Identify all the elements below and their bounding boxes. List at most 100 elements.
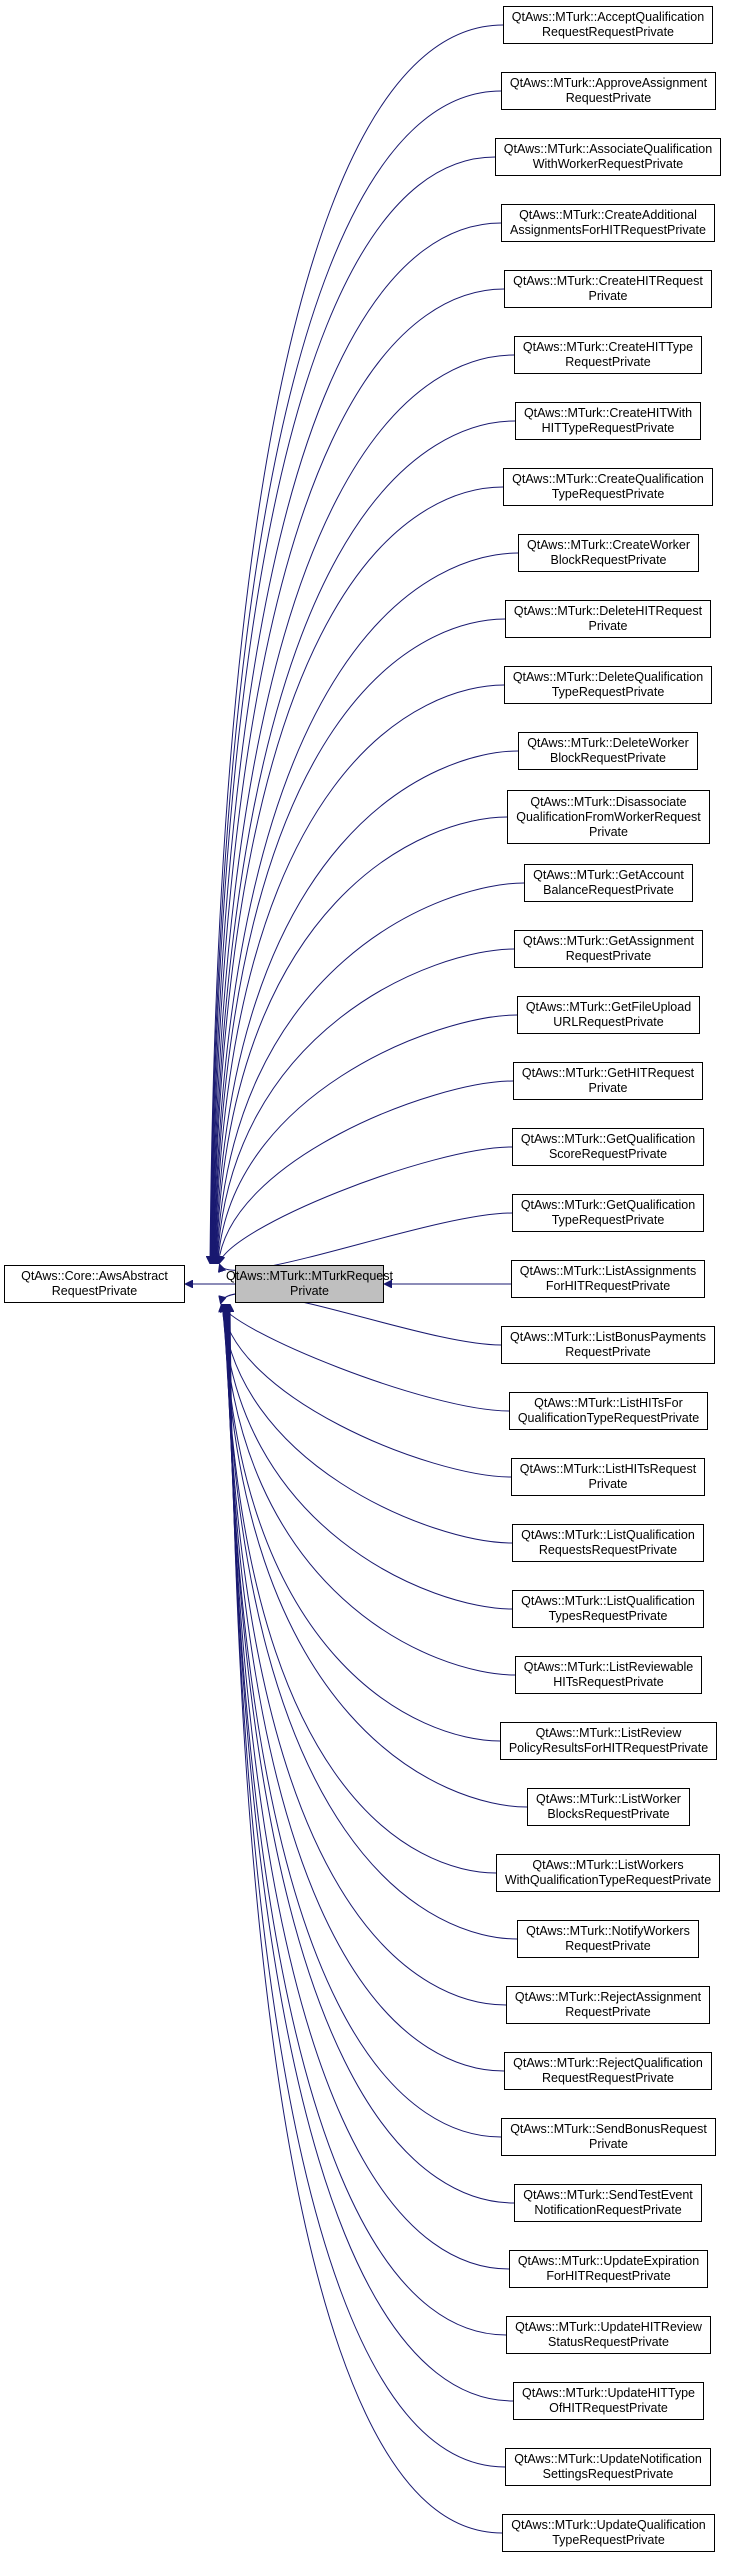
derived-class-label: ScoreRequestPrivate <box>548 1147 668 1161</box>
derived-class-label: QtAws::MTurk::AcceptQualification <box>511 10 705 24</box>
derived-class-label: QtAws::MTurk::DeleteWorker <box>527 736 689 750</box>
inheritance-edge <box>223 1304 513 1610</box>
derived-class-label: BlockRequestPrivate <box>549 751 667 765</box>
derived-class-label: Private <box>589 824 628 839</box>
derived-class-label: PolicyResultsForHITRequestPrivate <box>508 1741 709 1755</box>
derived-class-label: NotificationRequestPrivate <box>534 2203 682 2217</box>
derived-class-label: TypeRequestPrivate <box>552 2533 665 2547</box>
derived-class-label: QtAws::MTurk::ListReviewable <box>523 1660 694 1674</box>
inheritance-edge <box>218 1080 514 1264</box>
derived-class-label: QtAws::MTurk::ListHITsFor <box>534 1396 683 1410</box>
focus-class-line-1: QtAws::MTurk::MTurkRequest <box>226 1269 393 1283</box>
derived-class-label: QtAws::MTurk::GetAccount <box>533 868 684 882</box>
derived-class-label: QtAws::MTurk::ListAssignments <box>519 1264 697 1278</box>
inheritance-edge <box>216 816 508 1264</box>
derived-class-label: RequestsRequestPrivate <box>538 1543 678 1557</box>
derived-class-label: ForHITRequestPrivate <box>546 2269 671 2283</box>
inheritance-edge <box>223 1304 516 1676</box>
inheritance-edge <box>222 1304 513 1544</box>
derived-class-label: RequestRequestPrivate <box>541 25 675 39</box>
inheritance-edge <box>212 288 505 1264</box>
inheritance-edge <box>224 1304 501 1742</box>
derived-class-label: WithWorkerRequestPrivate <box>532 157 684 171</box>
inheritance-edge <box>228 1304 510 2270</box>
derived-class-label: QtAws::MTurk::CreateHITType <box>522 340 694 354</box>
derived-class-label: QtAws::MTurk::UpdateHITType <box>522 2386 695 2400</box>
derived-class-label: QtAws::MTurk::GetFileUpload <box>525 1000 692 1014</box>
inheritance-edge <box>219 1212 513 1270</box>
inheritance-edge <box>216 750 519 1264</box>
derived-class-label: RequestRequestPrivate <box>541 2071 675 2085</box>
derived-class-label: QtAws::MTurk::ListBonusPayments <box>510 1330 706 1344</box>
inheritance-edge <box>227 1304 515 2204</box>
derived-class-label: QtAws::MTurk::UpdateHITReview <box>515 2320 702 2334</box>
derived-class-label: AssignmentsForHITRequestPrivate <box>510 223 706 237</box>
inheritance-edge <box>219 1146 513 1264</box>
derived-class-label: QtAws::MTurk::UpdateExpiration <box>517 2254 700 2268</box>
derived-class-label: QtAws::MTurk::UpdateQualification <box>511 2518 706 2532</box>
derived-class-label: QtAws::MTurk::SendTestEvent <box>523 2188 693 2202</box>
derived-class-label: Private <box>588 1477 628 1491</box>
base-class-node[interactable]: QtAws::Core::AwsAbstract RequestPrivate <box>4 1265 185 1303</box>
inheritance-edge <box>225 1304 497 1874</box>
derived-class-label: QtAws::MTurk::UpdateNotification <box>514 2452 702 2466</box>
derived-class-label: QtAws::MTurk::CreateHITRequest <box>513 274 703 288</box>
derived-class-label: HITsRequestPrivate <box>553 1675 664 1689</box>
inheritance-edge <box>214 552 519 1264</box>
derived-class-label: QtAws::MTurk::CreateWorker <box>527 538 690 552</box>
inheritance-edge <box>228 1304 507 2336</box>
derived-class-label: QualificationFromWorkerRequest <box>516 809 701 824</box>
focus-class-node[interactable]: QtAws::MTurk::MTurkRequest Private <box>226 1265 393 1303</box>
derived-class-label: Private <box>589 2137 628 2151</box>
derived-class-label: QtAws::MTurk::Disassociate <box>530 794 687 809</box>
inheritance-edge <box>212 222 502 1264</box>
derived-class-label: HITTypeRequestPrivate <box>541 421 675 435</box>
derived-class-label: QtAws::MTurk::ListWorkers <box>532 1858 684 1872</box>
inheritance-edge <box>218 1014 518 1264</box>
derived-class-label: QtAws::MTurk::AssociateQualification <box>503 142 713 156</box>
derived-class-label: QtAws::MTurk::NotifyWorkers <box>526 1924 690 1938</box>
focus-class-line-2: Private <box>290 1284 329 1298</box>
